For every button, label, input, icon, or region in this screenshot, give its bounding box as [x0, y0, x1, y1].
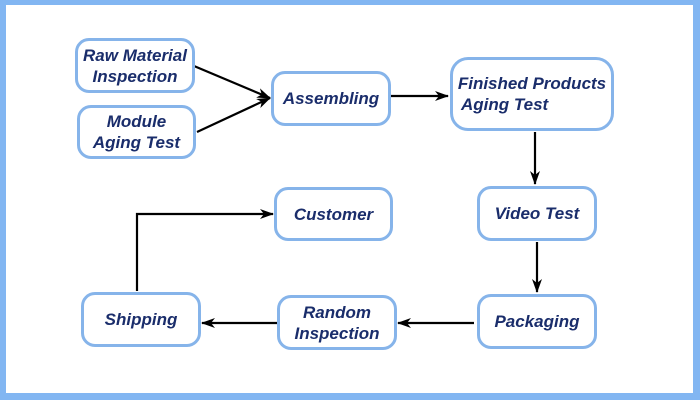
arrow-raw-to-assembling: [193, 64, 271, 100]
node-customer: Customer: [274, 187, 393, 241]
node-label-line1: Shipping: [104, 310, 178, 329]
node-label-line1: Video Test: [494, 204, 580, 223]
node-module-aging-test: Module Aging Test: [77, 105, 196, 159]
node-label-line1: Assembling: [282, 89, 380, 108]
node-raw-material-inspection: Raw Material Inspection: [75, 38, 195, 93]
node-label-line2: Inspection: [92, 66, 178, 86]
node-label-line2: Aging Test: [92, 133, 181, 152]
node-assembling: Assembling: [271, 71, 391, 126]
node-label-line2: Aging Test: [461, 95, 549, 114]
node-finished-products-aging-test: Finished Products Aging Test: [450, 57, 614, 131]
node-label-line1: Random: [303, 302, 371, 322]
node-label-line1: Finished Products: [457, 74, 607, 93]
node-label-line2: Inspection: [294, 323, 380, 343]
node-video-test: Video Test: [477, 186, 597, 241]
arrow-shipping-to-customer: [135, 209, 274, 291]
node-label-line1: Raw Material: [83, 45, 187, 65]
node-shipping: Shipping: [81, 292, 201, 347]
node-label-line1: Packaging: [494, 312, 580, 331]
arrow-module-to-assembling: [196, 97, 271, 133]
node-packaging: Packaging: [477, 294, 597, 349]
node-label-line1: Module: [106, 112, 167, 131]
node-label-line1: Customer: [293, 204, 374, 224]
node-random-inspection: Random Inspection: [277, 295, 397, 350]
